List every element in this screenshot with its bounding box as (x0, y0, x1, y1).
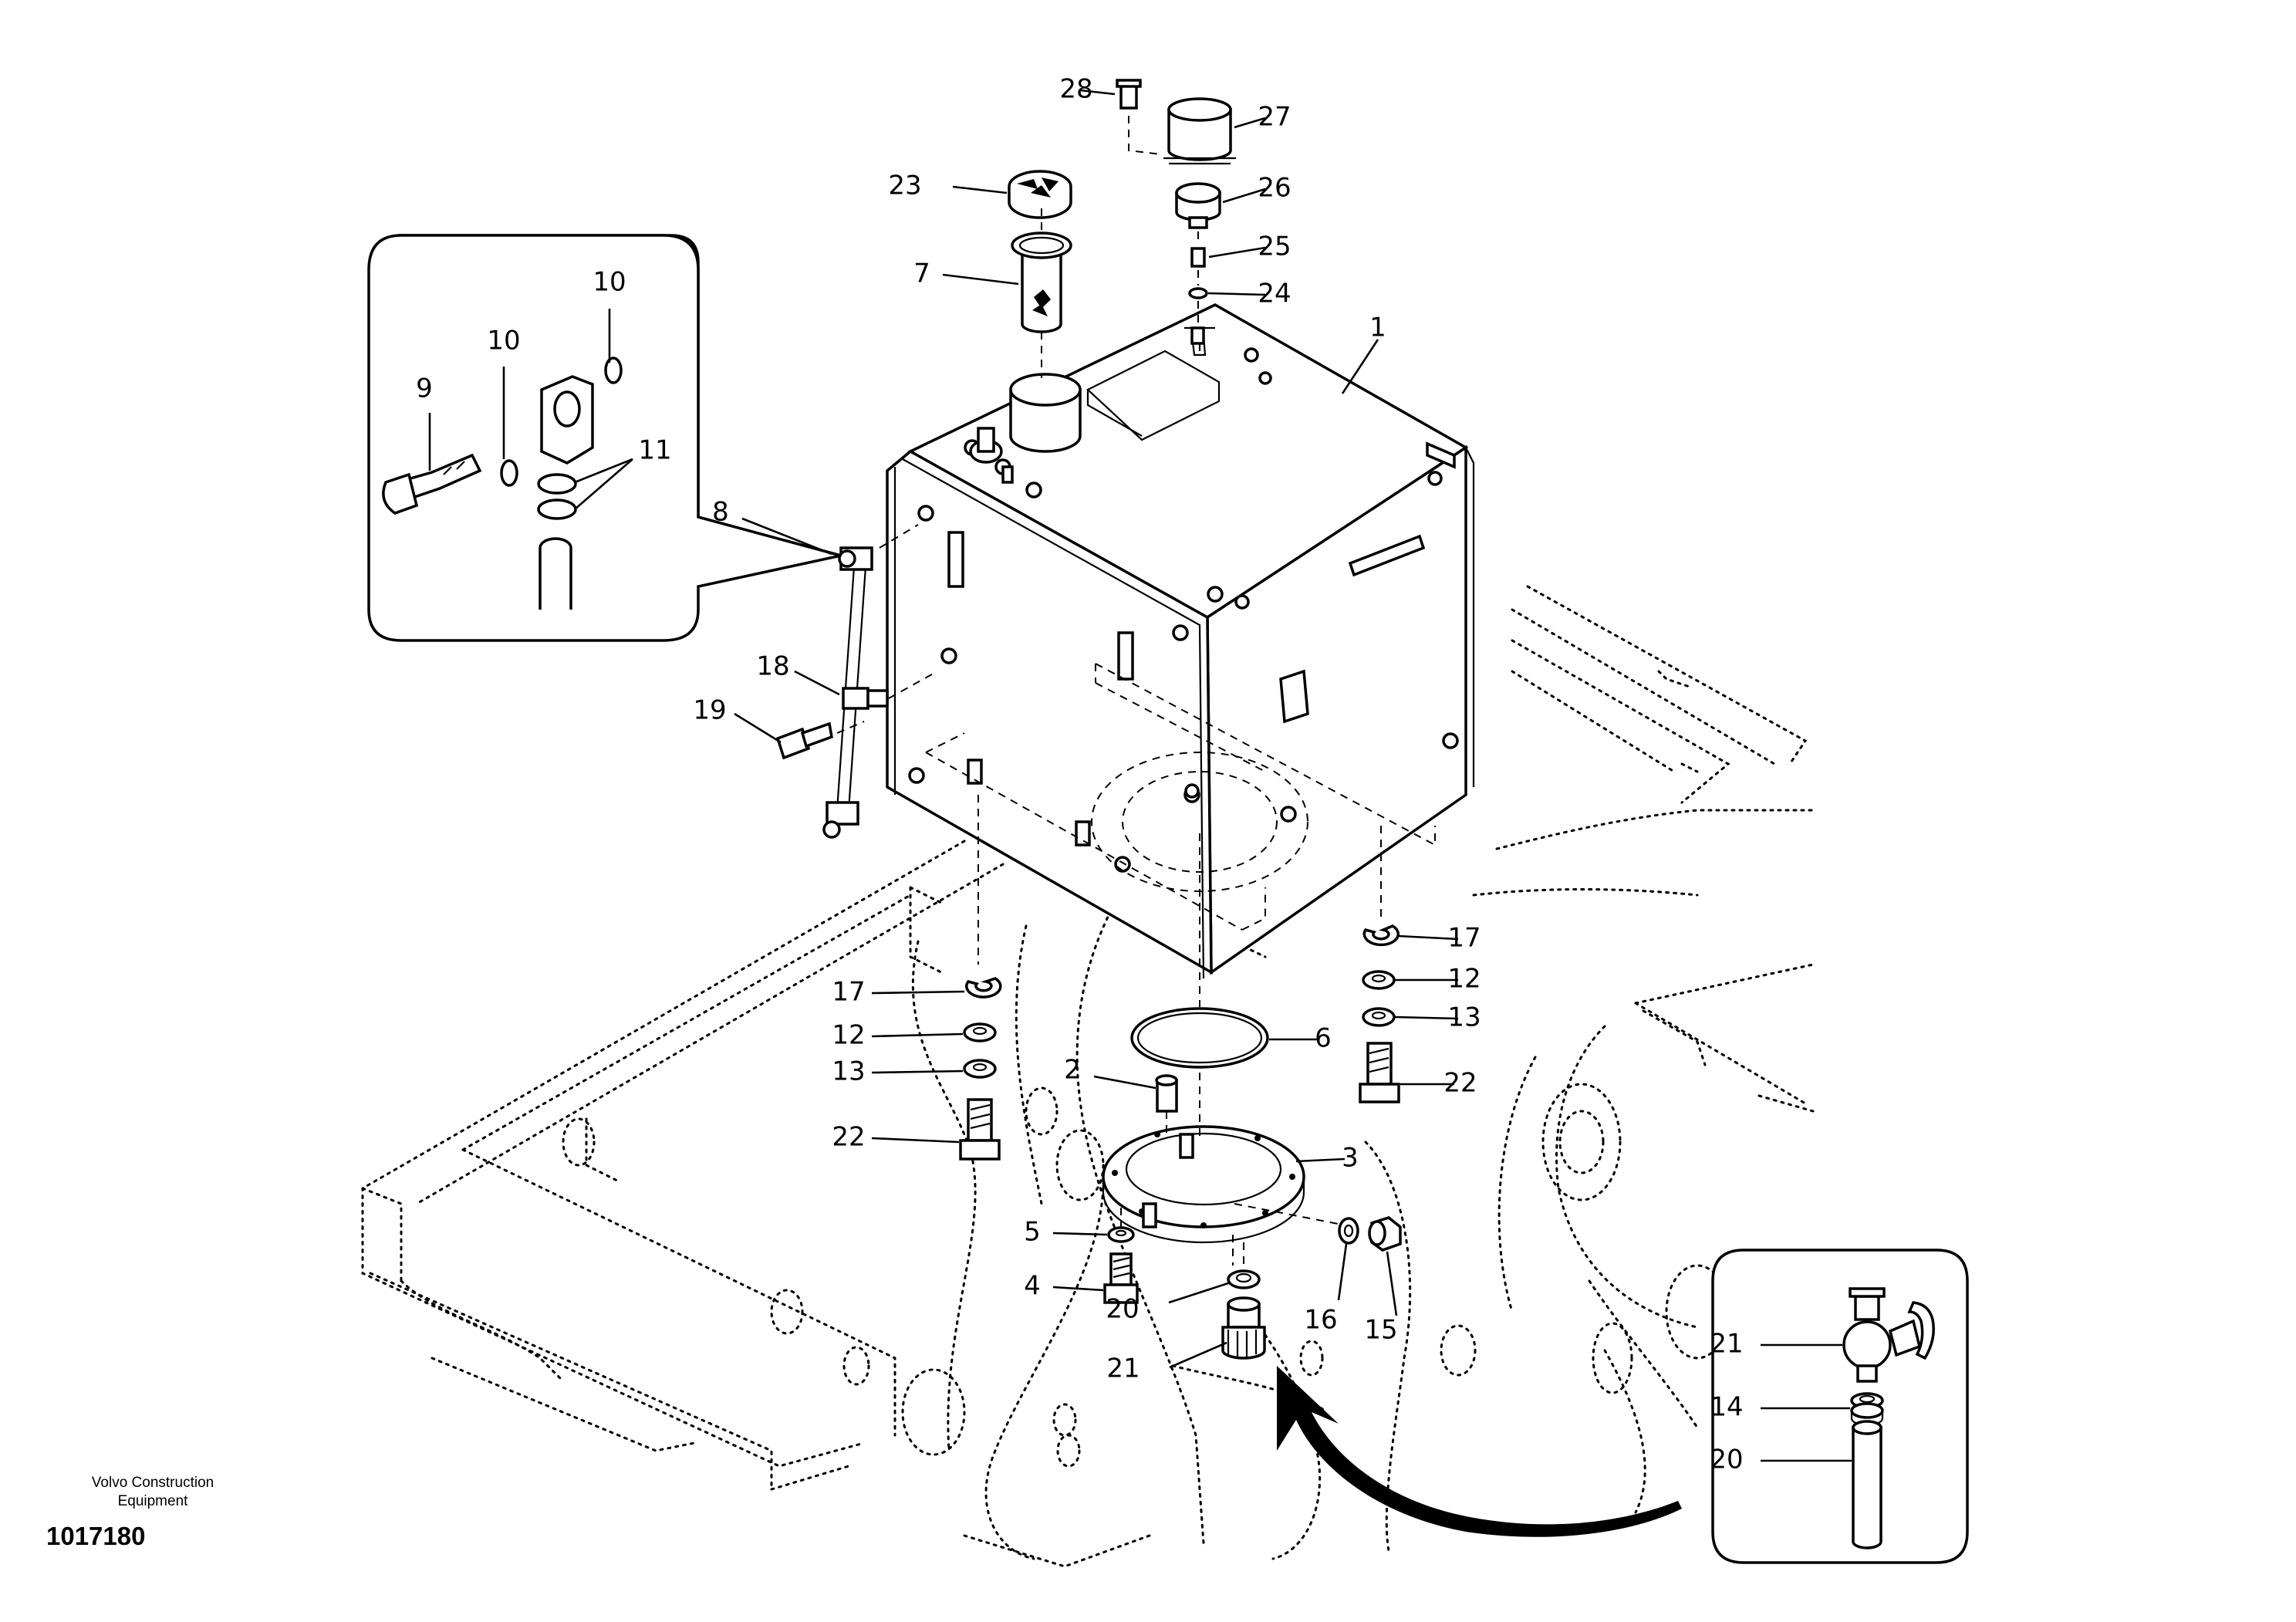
callout-22: 22 (1443, 1068, 1477, 1099)
callout-18: 18 (756, 651, 789, 682)
filler-cap-and-strainer (1008, 170, 1072, 378)
callout-21: 21 (1710, 1329, 1743, 1360)
callout-1: 1 (1369, 313, 1386, 343)
callout-19: 19 (693, 695, 726, 726)
suction-flange-assembly (1102, 833, 1355, 1265)
callout-21: 21 (1106, 1353, 1140, 1384)
callout-16: 16 (1304, 1305, 1337, 1336)
flange-bolts-and-drain-valve (1103, 1208, 1266, 1360)
hydraulic-tank (886, 303, 1475, 979)
callout-13: 13 (1447, 1002, 1481, 1033)
callout-22: 22 (832, 1122, 865, 1153)
callout-28: 28 (1059, 74, 1092, 105)
brand-line-1: Volvo Construction (91, 1475, 214, 1491)
detail-pointer-arrow (1277, 1366, 1682, 1537)
callout-11: 11 (638, 435, 671, 466)
callout-12: 12 (1447, 964, 1481, 995)
drain-plug-parts (1338, 1216, 1402, 1252)
callout-5: 5 (1024, 1217, 1041, 1248)
callout-4: 4 (1024, 1271, 1041, 1302)
callout-10: 10 (593, 267, 626, 298)
diagram-reference-number: 1017180 (46, 1522, 146, 1550)
callout-17: 17 (1447, 923, 1481, 954)
left-mounting-hardware (959, 795, 1002, 1161)
callout-2: 2 (1064, 1055, 1081, 1086)
brand-footer: Volvo Construction Equipment (52, 1474, 253, 1511)
callout-9: 9 (416, 373, 433, 404)
inset-fitting-detail (367, 234, 842, 642)
level-gauge-assembly (775, 524, 938, 839)
callout-7: 7 (913, 259, 930, 289)
leader-lines (428, 89, 1852, 1462)
callout-15: 15 (1364, 1315, 1397, 1346)
callout-23: 23 (888, 171, 921, 201)
level-sensor-stack (1116, 79, 1236, 345)
callout-26: 26 (1258, 173, 1291, 204)
callout-8: 8 (712, 497, 729, 528)
right-mounting-hardware (1359, 826, 1400, 1103)
callout-25: 25 (1258, 231, 1291, 262)
callout-6: 6 (1315, 1023, 1332, 1054)
callout-13: 13 (832, 1056, 865, 1087)
callout-20: 20 (1106, 1294, 1139, 1325)
drain-valve-inset (1711, 1249, 1969, 1564)
callout-24: 24 (1258, 279, 1291, 309)
callout-27: 27 (1258, 102, 1291, 133)
callout-17: 17 (832, 977, 865, 1008)
callout-20: 20 (1710, 1445, 1743, 1475)
brand-line-2: Equipment (117, 1493, 188, 1509)
callout-14: 14 (1710, 1392, 1743, 1423)
callout-3: 3 (1342, 1143, 1359, 1174)
callout-10: 10 (487, 326, 520, 357)
callout-12: 12 (832, 1020, 865, 1051)
